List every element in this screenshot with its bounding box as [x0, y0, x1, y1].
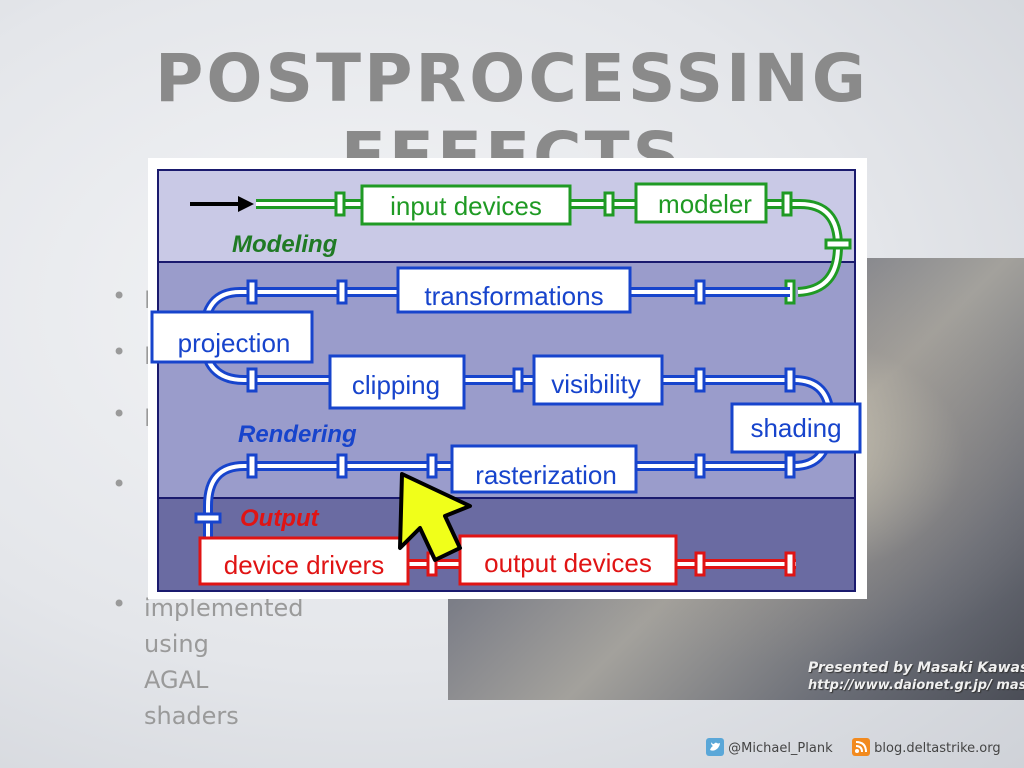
stage-modeler: modeler — [636, 184, 766, 222]
svg-text:transformations: transformations — [424, 281, 603, 311]
svg-text:rasterization: rasterization — [475, 460, 617, 490]
twitter-icon — [706, 738, 724, 756]
stage-projection: projection — [152, 312, 312, 362]
footer-twitter[interactable]: @Michael_Plank — [706, 738, 833, 756]
band-label-modeling: Modeling — [232, 231, 338, 258]
svg-text:shading: shading — [750, 413, 841, 443]
svg-text:input devices: input devices — [390, 191, 542, 221]
stage-visibility: visibility — [534, 356, 662, 404]
footer-blog[interactable]: blog.deltastrike.org — [852, 738, 1001, 756]
stage-rasterization: rasterization — [452, 446, 636, 492]
stage-device-drivers: device drivers — [200, 538, 408, 584]
stage-shading: shading — [732, 404, 860, 452]
graphics-pipeline-diagram: input devices modeler Modeling transform… — [148, 158, 867, 599]
svg-text:clipping: clipping — [352, 370, 440, 400]
pipeline-svg: input devices modeler Modeling transform… — [148, 158, 867, 599]
svg-text:device drivers: device drivers — [224, 550, 384, 580]
twitter-handle[interactable]: @Michael_Plank — [728, 741, 832, 756]
svg-text:output devices: output devices — [484, 548, 652, 578]
rss-icon — [852, 738, 870, 756]
svg-text:modeler: modeler — [658, 189, 752, 219]
photo-caption-presenter: Presented by Masaki Kawase — [808, 660, 1024, 676]
svg-text:projection: projection — [178, 328, 291, 358]
band-label-output: Output — [240, 505, 320, 532]
blog-url[interactable]: blog.deltastrike.org — [874, 741, 1000, 756]
stage-transformations: transformations — [398, 268, 630, 312]
stage-output-devices: output devices — [460, 536, 676, 584]
stage-clipping: clipping — [330, 356, 464, 408]
stage-input-devices: input devices — [362, 186, 570, 224]
svg-text:visibility: visibility — [551, 369, 641, 399]
photo-caption-url: http://www.daionet.gr.jp/ masa — [808, 678, 1024, 693]
band-label-rendering: Rendering — [238, 421, 357, 448]
